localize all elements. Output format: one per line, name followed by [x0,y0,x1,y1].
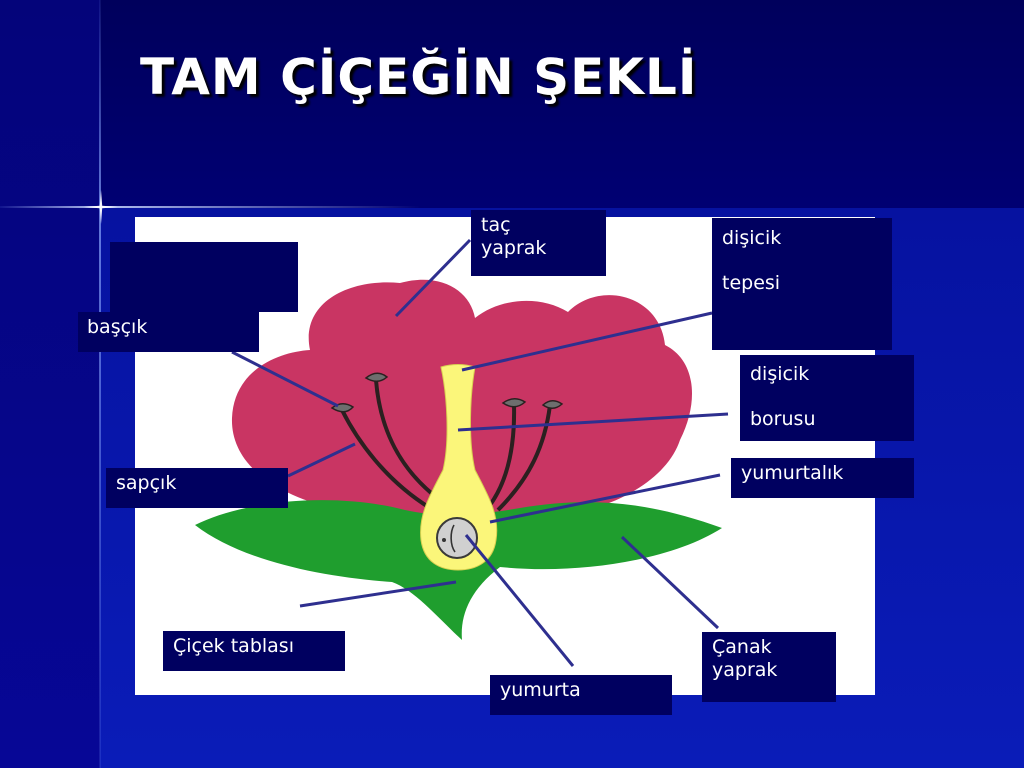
label-bascik-text: başçık [87,316,148,338]
label-yumurta: yumurta [490,675,672,715]
label-disicik-borusu-line1: dişicik [750,363,810,385]
label-disicik-borusu: dişicik borusu [740,355,914,441]
pistil-shape [420,364,498,571]
label-yumurta-text: yumurta [500,679,581,701]
label-canak-yaprak: Çanak yaprak [702,632,836,702]
ovary-circle [436,517,478,559]
label-cicek-tablasi-text: Çiçek tablası [173,635,294,657]
label-bascik: başçık [78,312,259,352]
label-disicik-tepesi-line2: tepesi [722,272,781,294]
background-left-band [0,0,100,768]
label-disicik-tepesi-line1: dişicik [722,227,782,249]
leader-lines [231,238,729,667]
label-cicek-tablasi: Çiçek tablası [163,631,345,671]
decorative-horizontal-line [0,206,420,208]
label-yumurtalik: yumurtalık [731,458,914,498]
decorative-vertical-line [99,0,101,768]
label-tac-yaprak: taç yaprak [471,210,606,276]
label-tac-yaprak-line2: yaprak [481,237,547,259]
label-sapcik-text: sapçık [116,472,177,494]
stamen-filaments [340,379,552,512]
label-disicik-tepesi: dişicik tepesi [712,218,892,350]
label-blank-box [110,242,298,312]
slide-title: TAM ÇİÇEĞİN ŞEKLİ [140,48,698,106]
label-tac-yaprak-line1: taç [481,214,511,236]
label-canak-yaprak-line1: Çanak [712,636,772,658]
label-sapcik: sapçık [106,468,288,508]
label-canak-yaprak-line2: yaprak [712,659,778,681]
sparkle-icon [84,190,118,224]
label-disicik-borusu-line2: borusu [750,408,816,430]
label-yumurtalik-text: yumurtalık [741,462,844,484]
